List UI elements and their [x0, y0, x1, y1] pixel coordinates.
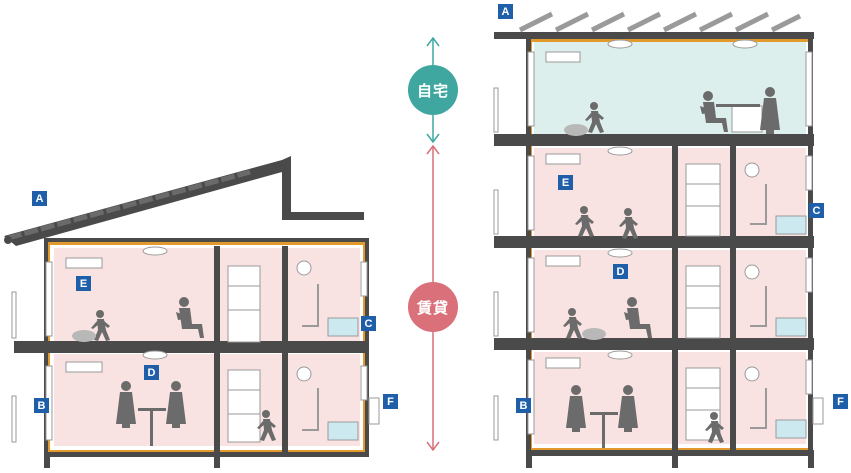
- marker-right-d: D: [613, 264, 628, 279]
- marker-left-d: D: [144, 365, 159, 380]
- left-solar-panels: [7, 169, 251, 241]
- marker-right-e: E: [558, 175, 573, 190]
- left-building: [4, 156, 380, 468]
- marker-right-b: B: [516, 398, 531, 413]
- marker-left-e: E: [76, 276, 91, 291]
- right-building: [493, 11, 824, 468]
- marker-right-c: C: [809, 203, 824, 218]
- marker-left-f: F: [383, 394, 398, 409]
- owner-home-label: 自宅: [408, 65, 458, 115]
- right-solar-panels: [518, 11, 802, 33]
- rental-label: 賃貸: [408, 282, 458, 332]
- marker-left-c: C: [361, 316, 376, 331]
- left-roof: [4, 156, 364, 246]
- marker-right-f: F: [833, 394, 848, 409]
- marker-left-b: B: [34, 398, 49, 413]
- marker-left-a: A: [32, 191, 47, 206]
- marker-right-a: A: [498, 4, 513, 19]
